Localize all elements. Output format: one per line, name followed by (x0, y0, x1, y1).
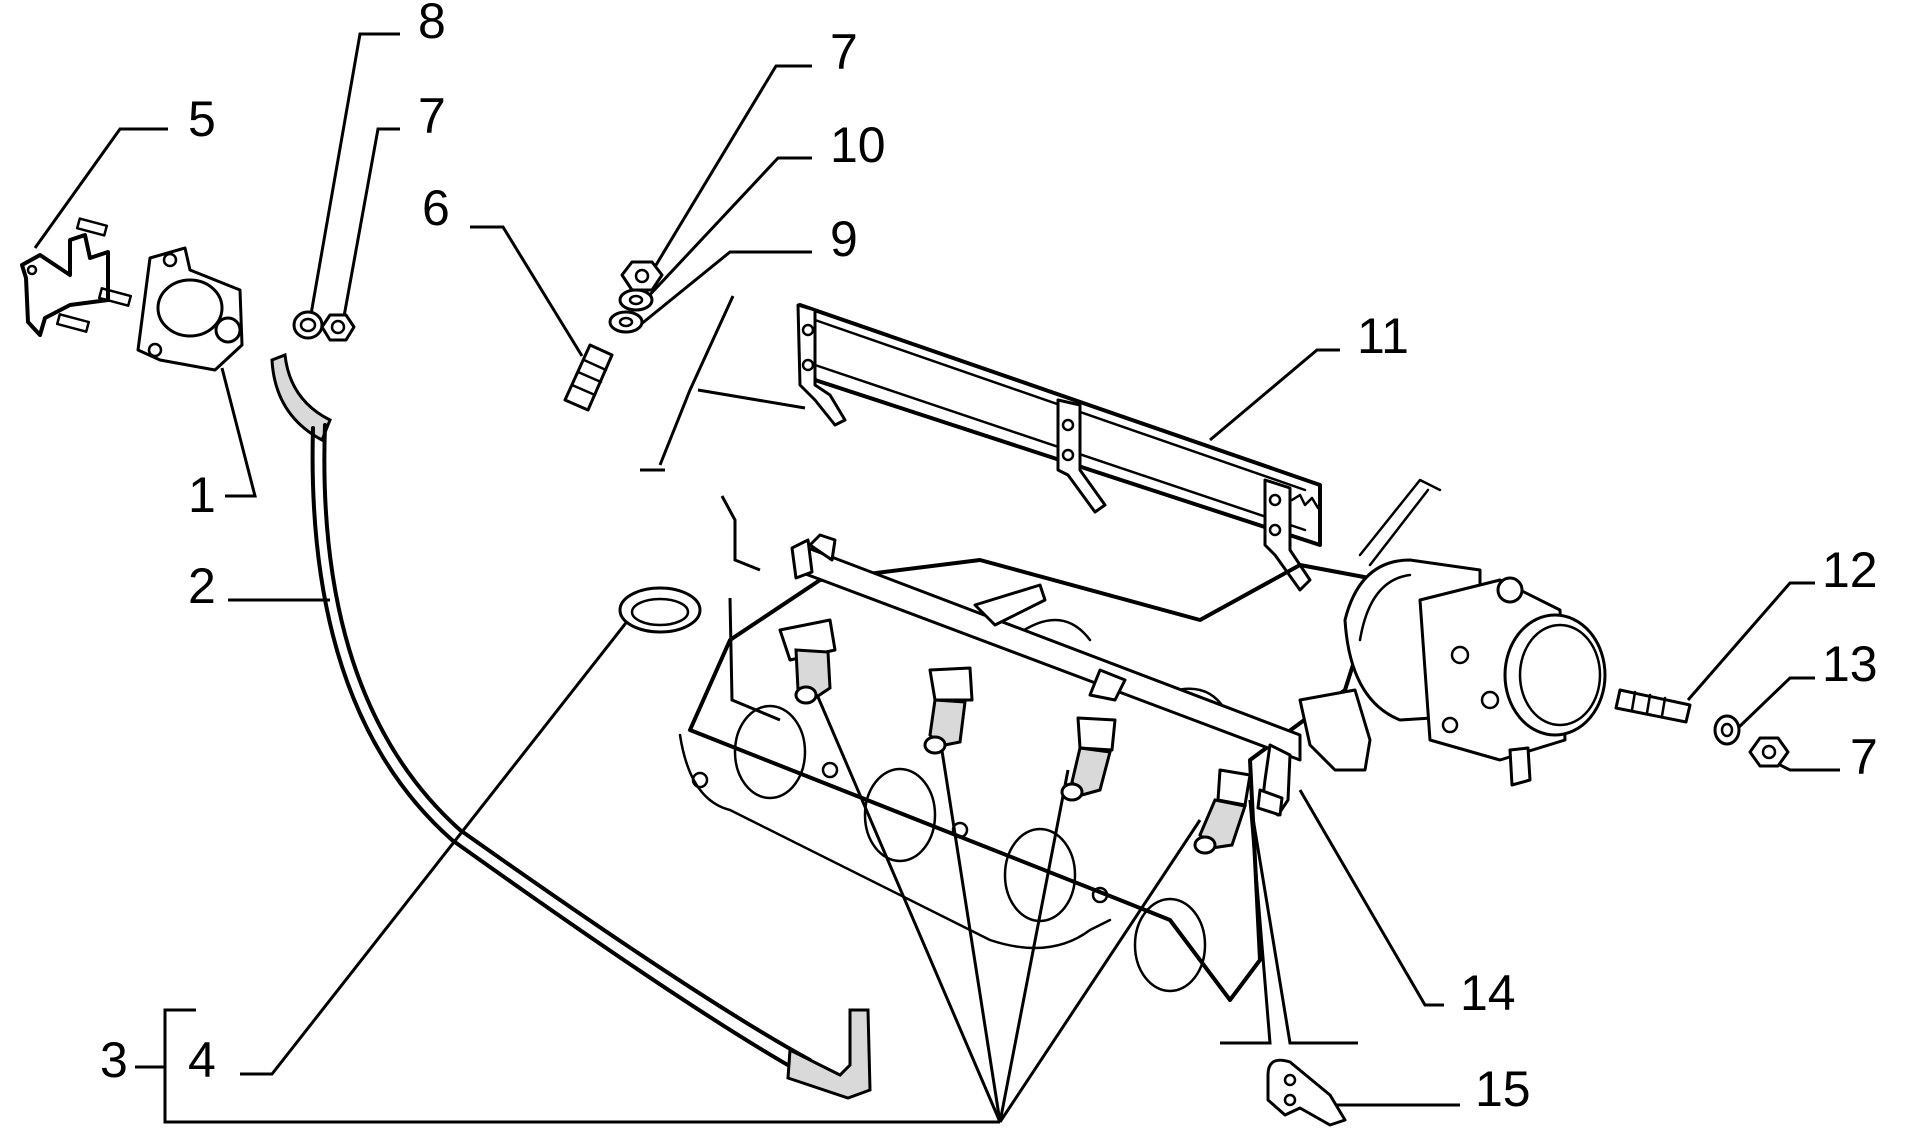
fuel-rail (790, 533, 1372, 772)
callout-7-top-center: 7 (830, 24, 858, 80)
pressure-regulator-part-1 (136, 246, 244, 372)
leader-lines (33, 32, 1840, 1124)
nut-part-8 (292, 310, 324, 340)
injector-4 (1193, 768, 1252, 855)
stud-part-12 (1614, 688, 1692, 724)
callout-4: 4 (188, 1032, 216, 1088)
callout-8: 8 (418, 0, 446, 49)
nut-part-7-left (320, 313, 356, 342)
alignment-lines (640, 295, 806, 722)
callout-labels: 1 2 3 4 5 6 7 7 7 8 9 10 11 12 13 14 15 (100, 0, 1878, 1117)
callout-14: 14 (1460, 965, 1516, 1021)
injector-1 (778, 618, 837, 705)
callout-12: 12 (1822, 542, 1878, 598)
nut-part-7-right (1748, 736, 1790, 768)
clip-part-14 (1256, 743, 1292, 817)
callout-10: 10 (830, 117, 886, 173)
callout-3: 3 (100, 1032, 128, 1088)
callout-2: 2 (188, 558, 216, 614)
callout-6: 6 (422, 180, 450, 236)
washer-part-13 (1713, 714, 1741, 746)
callout-1: 1 (188, 467, 216, 523)
callout-9: 9 (830, 211, 858, 267)
nut-part-7-top (620, 260, 664, 292)
o-ring-part-4 (618, 586, 702, 634)
injector-2 (923, 666, 974, 755)
callout-7-top-left: 7 (418, 88, 446, 144)
bracket-part-5 (20, 217, 133, 337)
callout-13: 13 (1822, 636, 1878, 692)
injector-3 (1060, 716, 1117, 802)
shield-bar-part-11 (796, 303, 1322, 592)
callout-11: 11 (1357, 308, 1409, 364)
fuel-hose-part-2 (270, 352, 872, 1100)
callout-15: 15 (1475, 1061, 1531, 1117)
clip-part-15 (1266, 1058, 1347, 1127)
washer-part-9 (608, 310, 644, 334)
throttle-body (1343, 478, 1607, 787)
callout-7-right: 7 (1850, 729, 1878, 785)
callout-5: 5 (188, 91, 216, 147)
stud-part-6 (563, 343, 614, 412)
washer-part-10 (618, 288, 654, 312)
